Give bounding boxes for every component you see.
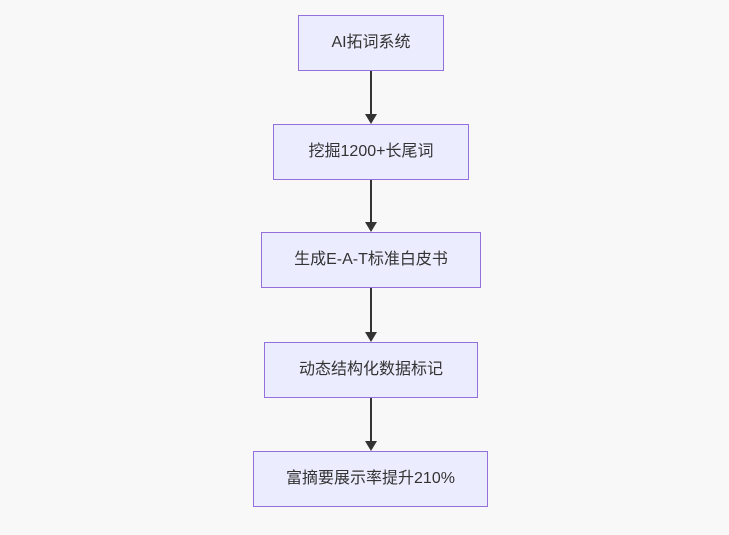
arrowhead-icon <box>365 441 377 451</box>
node-label: 生成E-A-T标准白皮书 <box>294 251 448 269</box>
node-label: 挖掘1200+长尾词 <box>308 143 434 161</box>
arrowhead-icon <box>365 332 377 342</box>
edge-n4-n5 <box>365 398 377 451</box>
arrowhead-icon <box>365 114 377 124</box>
flowchart-node-longtail-mining: 挖掘1200+长尾词 <box>273 124 469 180</box>
edge-n2-n3 <box>365 180 377 232</box>
arrowhead-icon <box>365 222 377 232</box>
flowchart-node-ai-word-system: AI拓词系统 <box>298 15 444 71</box>
flowchart-node-rich-snippet-result: 富摘要展示率提升210% <box>253 451 488 507</box>
node-label: 动态结构化数据标记 <box>298 361 443 379</box>
node-label: 富摘要展示率提升210% <box>286 470 455 488</box>
flowchart-node-eat-whitepaper: 生成E-A-T标准白皮书 <box>261 232 481 288</box>
node-label: AI拓词系统 <box>331 34 411 52</box>
edge-n1-n2 <box>365 71 377 124</box>
flowchart-node-structured-data: 动态结构化数据标记 <box>264 342 478 398</box>
edge-n3-n4 <box>365 288 377 342</box>
